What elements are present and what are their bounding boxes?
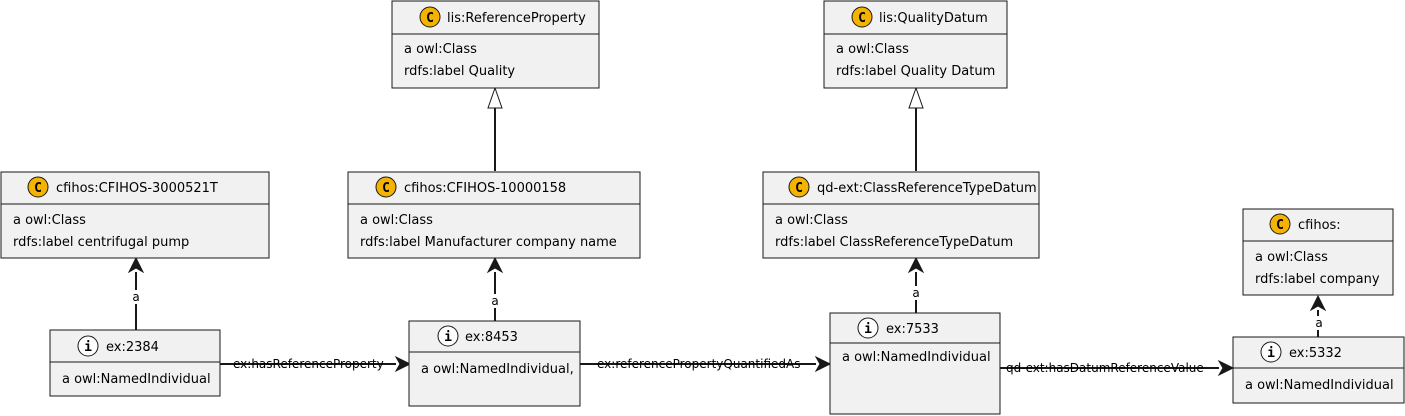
class-box-cfihos[interactable]: C cfihos: a owl:Class rdfs:label company — [1242, 208, 1394, 296]
individual-badge-icon — [77, 335, 99, 357]
class-attr: rdfs:label Manufacturer company name — [360, 235, 617, 250]
type-edge-7533-label: a — [912, 286, 919, 300]
type-edge-8453: a — [486, 256, 504, 321]
class-attr: a owl:Class — [836, 42, 909, 57]
subclass-edge-reference-property — [487, 86, 503, 171]
class-badge-letter: C — [382, 181, 390, 196]
class-badge-icon — [788, 176, 810, 198]
edge-has-datum-reference-value-label: qd-ext:hasDatumReferenceValue — [1006, 361, 1204, 375]
edge-has-datum-reference-value: qd-ext:hasDatumReferenceValue — [1000, 359, 1235, 377]
individual-badge-icon — [437, 325, 459, 347]
type-edge-2384-label: a — [132, 290, 139, 304]
class-attr: rdfs:label centrifugal pump — [13, 235, 189, 250]
edge-has-reference-property-label: ex:hasReferenceProperty — [233, 357, 384, 371]
individual-badge-icon — [1260, 341, 1282, 363]
edge-reference-property-quantified-as-label: ex:referencePropertyQuantifiedAs — [597, 357, 800, 371]
individual-attr: a owl:NamedIndividual — [842, 350, 991, 365]
class-attr: a owl:Class — [360, 213, 433, 228]
class-attr: a owl:Class — [404, 42, 477, 57]
type-edge-8453-label: a — [491, 294, 498, 308]
class-attr: a owl:Class — [1255, 250, 1328, 265]
class-title: lis:QualityDatum — [879, 11, 988, 26]
class-badge-letter: C — [426, 11, 434, 26]
individual-badge-icon — [857, 317, 879, 339]
class-title: qd-ext:ClassReferenceTypeDatum — [817, 181, 1037, 196]
class-title: cfihos:CFIHOS-3000521T — [56, 181, 218, 196]
class-attr: rdfs:label company — [1255, 272, 1380, 287]
class-attr: a owl:Class — [775, 213, 848, 228]
edge-has-reference-property: ex:hasReferenceProperty — [220, 355, 412, 373]
individual-box-ex-8453[interactable]: i ex:8453 a owl:NamedIndividual, — [408, 320, 581, 407]
individual-badge-letter: i — [1267, 346, 1275, 361]
individual-box-ex-2384[interactable]: i ex:2384 a owl:NamedIndividual — [49, 329, 221, 397]
class-title: lis:ReferenceProperty — [447, 11, 586, 26]
individual-attr: a owl:NamedIndividual — [1245, 378, 1394, 393]
individual-title: ex:8453 — [465, 330, 518, 345]
class-title: cfihos:CFIHOS-10000158 — [404, 181, 566, 196]
type-edge-5332: a — [1309, 294, 1327, 337]
individual-box-ex-5332[interactable]: i ex:5332 a owl:NamedIndividual — [1232, 336, 1405, 404]
class-badge-icon — [851, 6, 873, 28]
individual-title: ex:5332 — [1289, 346, 1342, 361]
individual-title: ex:7533 — [886, 322, 939, 337]
edge-reference-property-quantified-as: ex:referencePropertyQuantifiedAs — [580, 355, 832, 373]
individual-attr: a owl:NamedIndividual, — [421, 362, 574, 377]
individual-badge-letter: i — [864, 322, 872, 337]
class-box-quality-datum[interactable]: C lis:QualityDatum a owl:Class rdfs:labe… — [823, 0, 1008, 89]
individual-attr: a owl:NamedIndividual — [62, 372, 211, 387]
class-box-cfihos-3000521t[interactable]: C cfihos:CFIHOS-3000521T a owl:Class rdf… — [0, 171, 270, 259]
individual-box-ex-7533[interactable]: i ex:7533 a owl:NamedIndividual — [829, 312, 1001, 415]
type-edge-5332-label: a — [1315, 316, 1322, 330]
class-attr: rdfs:label Quality — [404, 64, 515, 79]
class-attr: a owl:Class — [13, 213, 86, 228]
type-edge-2384: a — [127, 256, 145, 330]
individual-badge-letter: i — [444, 330, 452, 345]
class-badge-icon — [27, 176, 49, 198]
class-badge-letter: C — [795, 181, 803, 196]
class-box-reference-property[interactable]: C lis:ReferenceProperty a owl:Class rdfs… — [391, 0, 600, 89]
class-badge-letter: C — [858, 11, 866, 26]
class-badge-letter: C — [34, 181, 42, 196]
class-attr: rdfs:label ClassReferenceTypeDatum — [775, 235, 1013, 250]
class-box-class-reference-type-datum[interactable]: C qd-ext:ClassReferenceTypeDatum a owl:C… — [762, 171, 1040, 259]
individual-badge-letter: i — [84, 340, 92, 355]
class-box-cfihos-10000158[interactable]: C cfihos:CFIHOS-10000158 a owl:Class rdf… — [347, 171, 641, 259]
class-title: cfihos: — [1298, 218, 1341, 233]
individual-title: ex:2384 — [106, 340, 159, 355]
class-badge-icon — [1269, 213, 1291, 235]
class-attr: rdfs:label Quality Datum — [836, 64, 995, 79]
type-edge-7533: a — [907, 256, 925, 313]
class-badge-icon — [419, 6, 441, 28]
class-badge-icon — [375, 176, 397, 198]
class-badge-letter: C — [1276, 218, 1284, 233]
subclass-edge-quality-datum — [908, 86, 924, 171]
